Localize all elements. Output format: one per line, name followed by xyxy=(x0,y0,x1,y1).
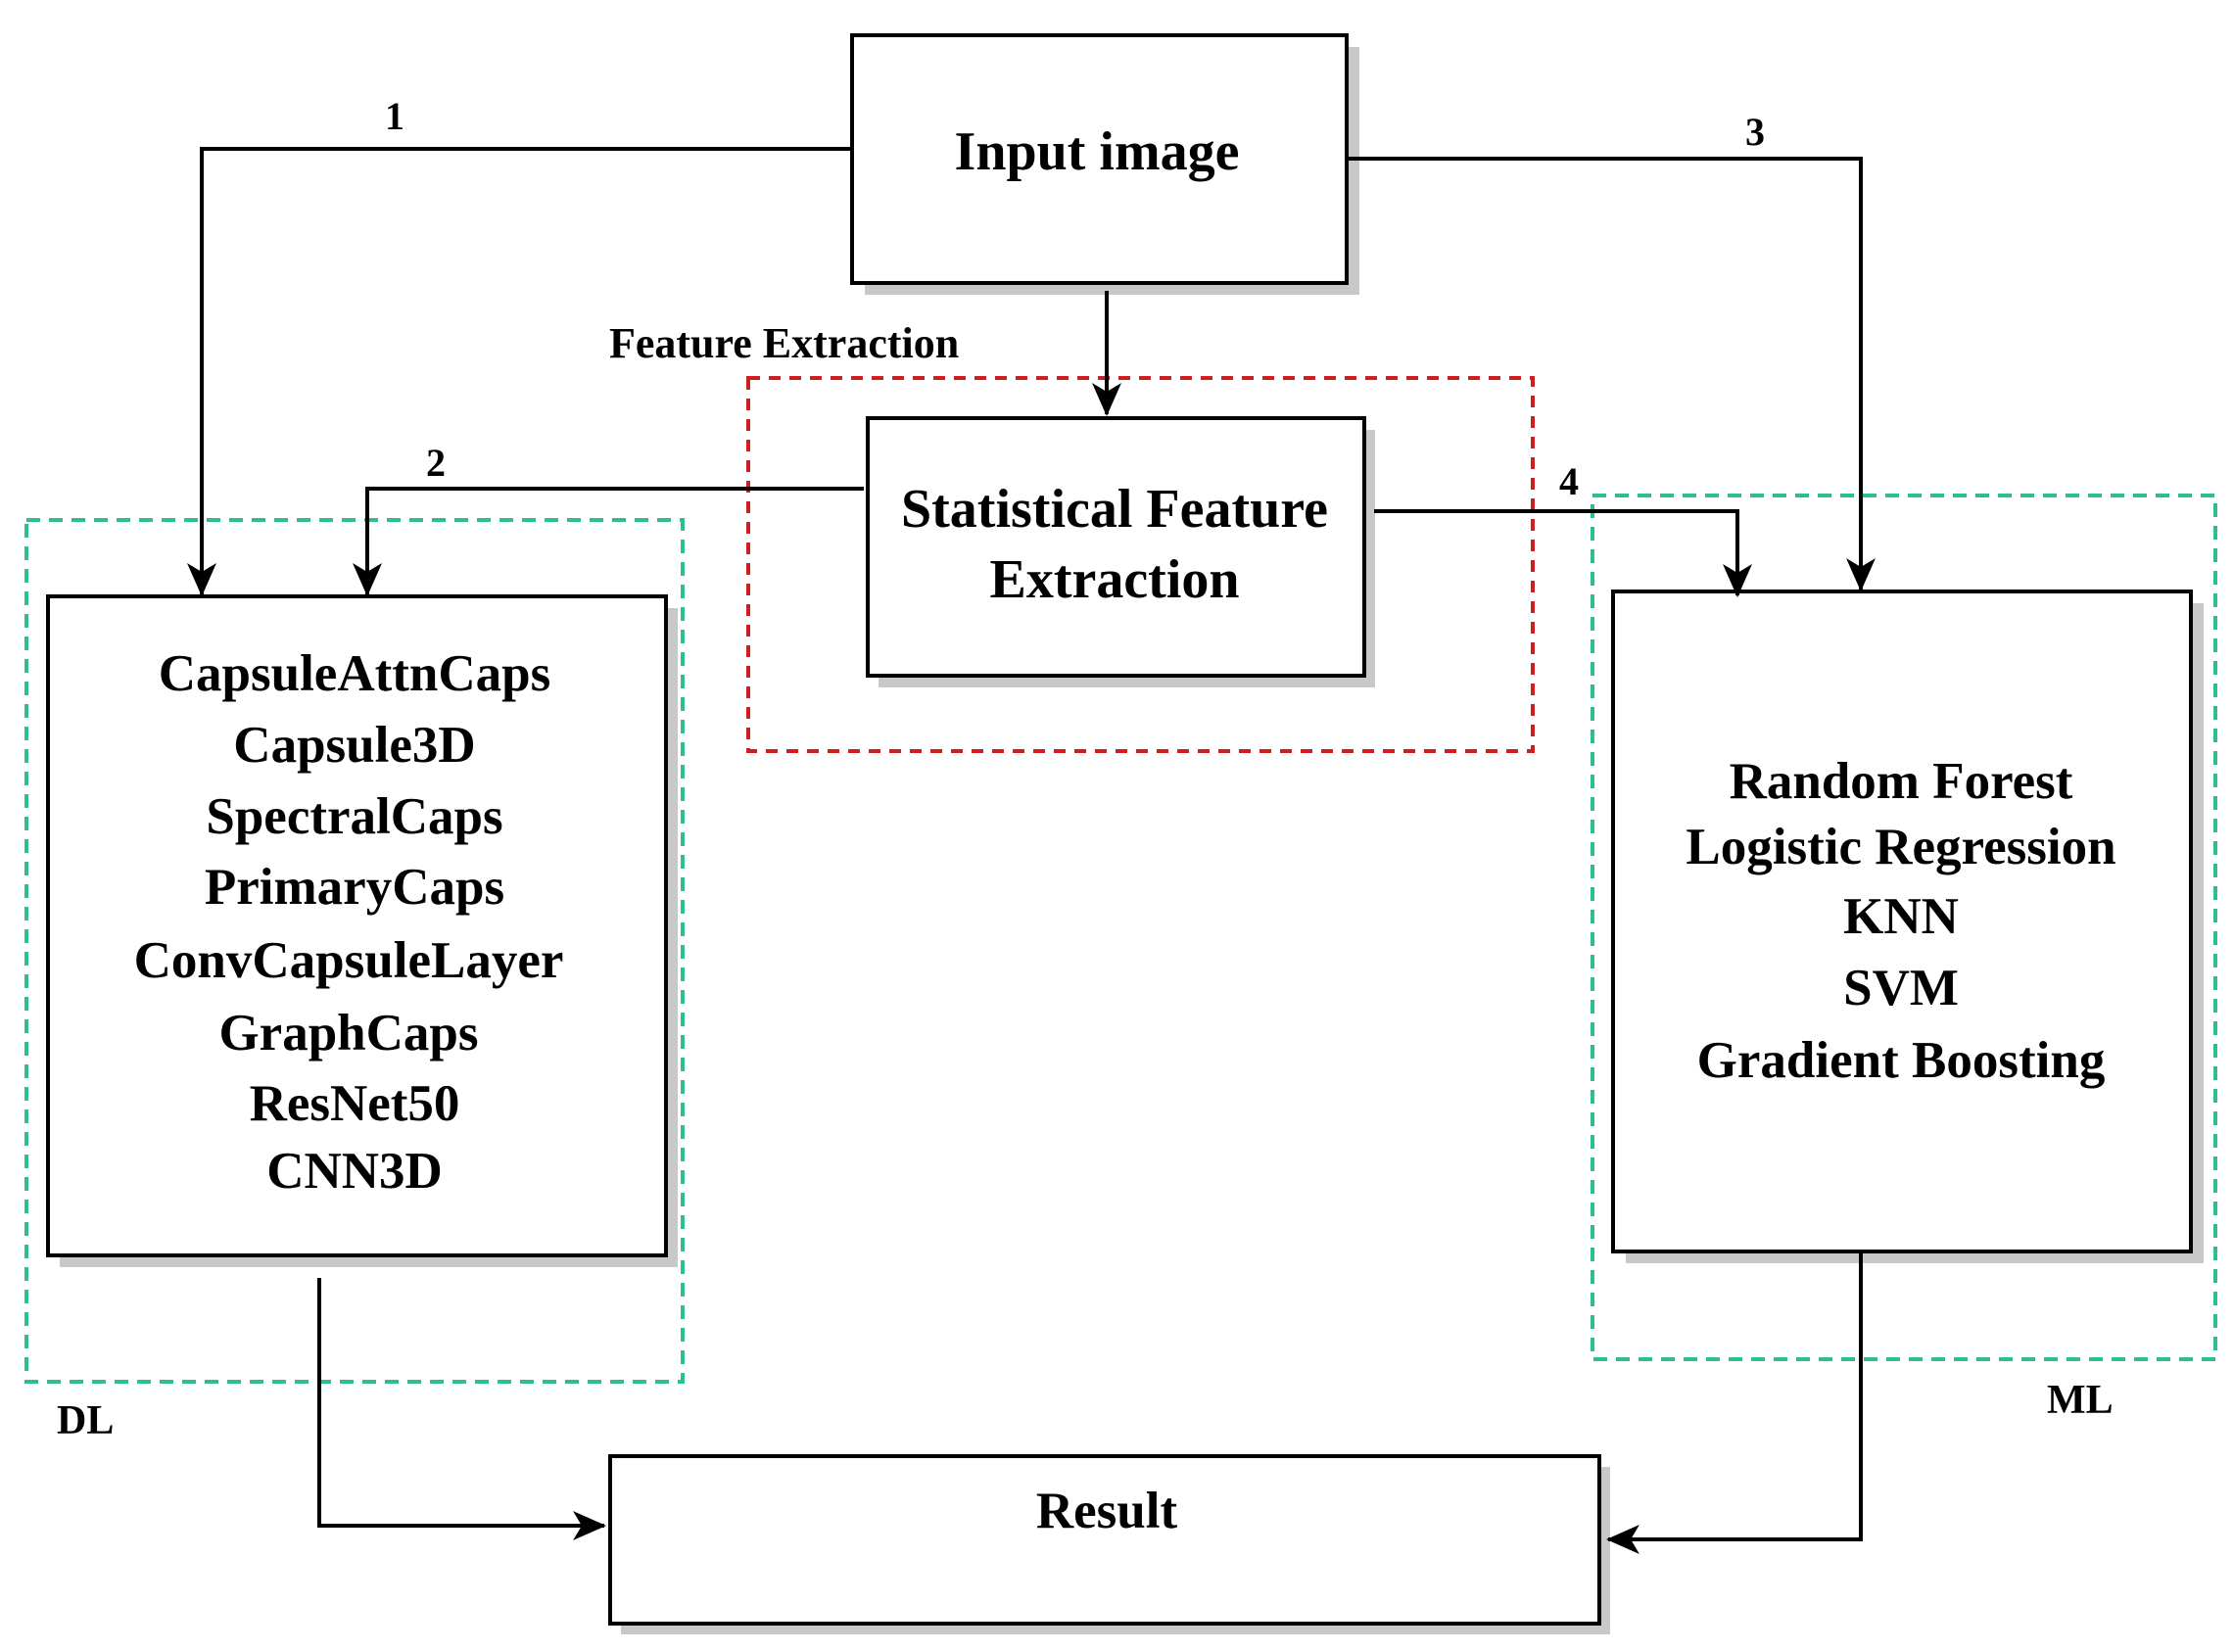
ml-item: Gradient Boosting xyxy=(1697,1032,2106,1089)
ml-item: KNN xyxy=(1843,888,1959,945)
dl-item: GraphCaps xyxy=(218,1005,478,1062)
dl-item: Capsule3D xyxy=(233,717,475,774)
dl-item: CapsuleAttnCaps xyxy=(159,645,551,702)
feature-group-border xyxy=(746,376,1535,753)
ml-item: Logistic Regression xyxy=(1686,819,2115,875)
ml-item: SVM xyxy=(1843,960,1959,1016)
feature-line-2: Extraction xyxy=(989,549,1239,610)
ml-group-label: ML xyxy=(2047,1378,2114,1423)
dl-group-label: DL xyxy=(57,1398,114,1443)
arrow-2 xyxy=(353,487,864,596)
arrow-dl-to-result xyxy=(317,1278,606,1540)
arrow-ml-to-result xyxy=(1606,1251,1863,1554)
ml-item: Random Forest xyxy=(1730,753,2073,810)
result-label: Result xyxy=(1036,1483,1178,1539)
dl-item: SpectralCaps xyxy=(206,788,502,845)
dl-item: ResNet50 xyxy=(250,1075,460,1132)
dl-group-border xyxy=(24,518,685,1384)
arrow-label-3: 3 xyxy=(1745,110,1765,154)
arrow-3 xyxy=(1347,157,1876,591)
dl-item: ConvCapsuleLayer xyxy=(134,932,564,989)
dl-item: CNN3D xyxy=(266,1143,443,1200)
input-image-box xyxy=(850,33,1349,285)
result-box xyxy=(608,1454,1601,1626)
arrow-label-4: 4 xyxy=(1559,459,1579,503)
statistical-feature-extraction-box xyxy=(866,416,1366,678)
dl-models-box xyxy=(46,594,668,1257)
input-image-label: Input image xyxy=(955,121,1240,182)
arrow-label-2: 2 xyxy=(426,441,446,485)
arrow-4 xyxy=(1374,509,1752,597)
feature-group-label: Feature Extraction xyxy=(609,319,959,367)
ml-models-box xyxy=(1611,590,2193,1253)
arrow-1 xyxy=(187,147,852,596)
dl-item: PrimaryCaps xyxy=(205,859,504,916)
feature-line-1: Statistical Feature xyxy=(901,479,1328,540)
arrow-label-1: 1 xyxy=(385,94,404,138)
